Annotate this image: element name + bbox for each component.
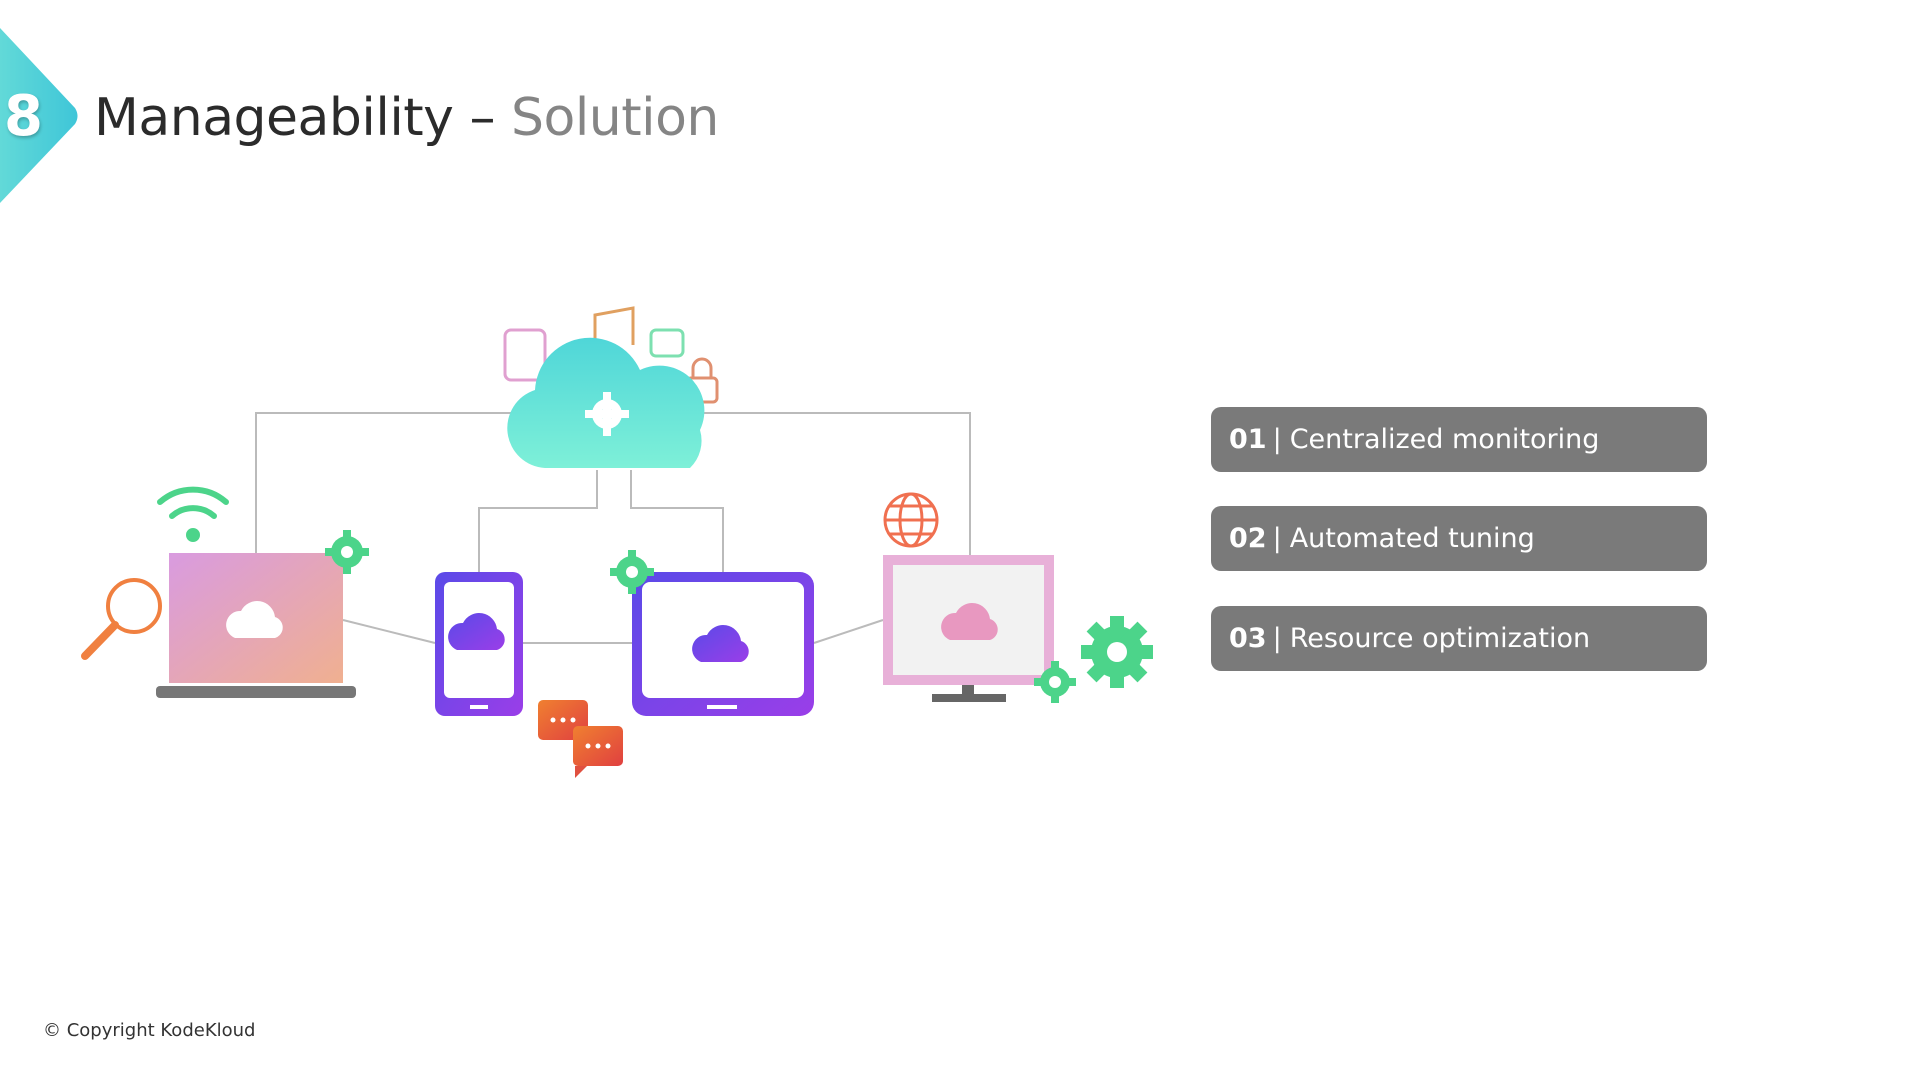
title-sub: Solution xyxy=(511,88,719,148)
item-separator: | xyxy=(1272,424,1282,455)
item-number: 03 xyxy=(1229,623,1267,654)
tablet-device xyxy=(632,572,814,716)
wifi-icon xyxy=(157,486,229,542)
app-icons-cluster xyxy=(503,306,719,404)
page-title: Manageability – Solution xyxy=(94,88,719,148)
item-number: 02 xyxy=(1229,523,1267,554)
monitor-device xyxy=(883,555,1054,702)
title-main: Manageability – xyxy=(94,88,495,148)
item-number: 01 xyxy=(1229,424,1267,455)
gear-icon xyxy=(1034,661,1076,703)
globe-icon xyxy=(883,492,939,548)
gear-icon xyxy=(610,550,654,594)
item-separator: | xyxy=(1272,623,1282,654)
laptop-device xyxy=(156,553,356,698)
chat-bubbles-icon xyxy=(538,700,623,778)
connector-lines xyxy=(255,412,971,644)
item-separator: | xyxy=(1272,523,1282,554)
item-label: Resource optimization xyxy=(1289,623,1591,654)
gear-icon xyxy=(1081,616,1153,688)
copyright-footer: © Copyright KodeKloud xyxy=(43,1020,256,1041)
phone-device xyxy=(435,572,523,716)
diamond-badge-shape xyxy=(0,28,78,203)
gear-icon xyxy=(585,392,629,436)
feature-item-resource-optimization: 03 | Resource optimization xyxy=(1211,606,1707,671)
feature-item-centralized-monitoring: 01 | Centralized monitoring xyxy=(1211,407,1707,472)
magnifier-icon xyxy=(81,578,162,660)
item-label: Centralized monitoring xyxy=(1289,424,1600,455)
item-label: Automated tuning xyxy=(1289,523,1535,554)
feature-item-automated-tuning: 02 | Automated tuning xyxy=(1211,506,1707,571)
gear-icon xyxy=(325,530,369,574)
section-number: 8 xyxy=(4,84,43,149)
